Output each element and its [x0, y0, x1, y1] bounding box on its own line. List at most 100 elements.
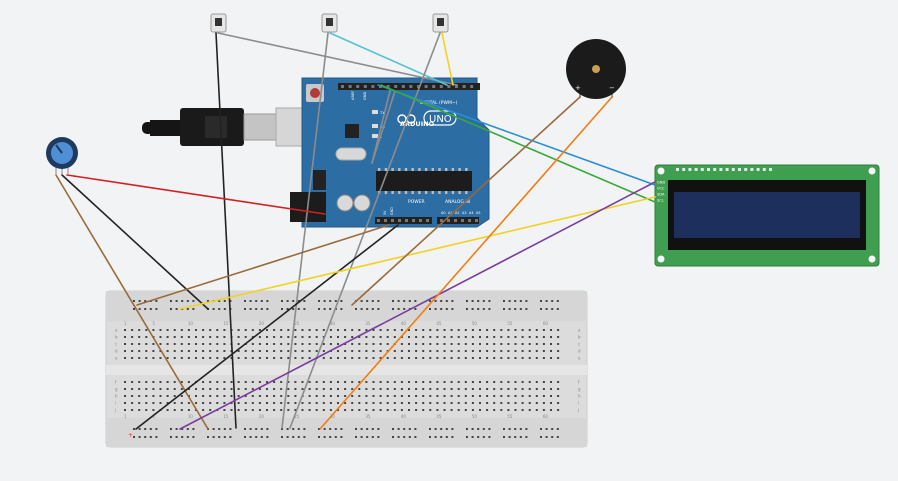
bb-hole[interactable] [440, 436, 443, 438]
bb-hole[interactable] [124, 357, 126, 359]
bb-hole[interactable] [281, 436, 283, 438]
bb-hole[interactable] [159, 402, 162, 404]
bb-hole[interactable] [244, 329, 247, 331]
bb-hole[interactable] [337, 402, 339, 404]
bb-hole[interactable] [471, 336, 474, 338]
bb-hole[interactable] [202, 388, 205, 390]
bb-hole[interactable] [488, 300, 491, 302]
bb-hole[interactable] [273, 357, 276, 359]
bb-hole[interactable] [344, 336, 347, 338]
bb-hole[interactable] [372, 388, 375, 390]
bb-hole[interactable] [186, 428, 189, 430]
bb-hole[interactable] [329, 329, 332, 331]
bb-hole[interactable] [187, 336, 190, 338]
bb-hole[interactable] [251, 381, 254, 383]
bb-hole[interactable] [540, 308, 542, 310]
bb-hole[interactable] [138, 395, 141, 397]
bb-hole[interactable] [133, 436, 135, 438]
bb-hole[interactable] [471, 350, 474, 352]
bb-hole[interactable] [301, 357, 304, 359]
bb-hole[interactable] [351, 350, 354, 352]
bb-hole[interactable] [429, 329, 432, 331]
bb-hole[interactable] [344, 357, 347, 359]
bb-hole[interactable] [471, 436, 474, 438]
bb-hole[interactable] [308, 395, 311, 397]
wire-blue[interactable] [377, 84, 656, 186]
bb-hole[interactable] [292, 300, 295, 302]
bb-hole[interactable] [422, 409, 425, 411]
bb-hole[interactable] [471, 381, 474, 383]
bb-hole[interactable] [434, 436, 437, 438]
header-pin[interactable] [356, 85, 360, 88]
bb-hole[interactable] [377, 308, 380, 310]
bb-hole[interactable] [434, 308, 437, 310]
bb-hole[interactable] [507, 388, 510, 390]
bb-hole[interactable] [400, 409, 403, 411]
bb-hole[interactable] [436, 409, 439, 411]
bb-hole[interactable] [329, 308, 332, 310]
bb-hole[interactable] [301, 381, 304, 383]
bb-hole[interactable] [301, 350, 304, 352]
bb-hole[interactable] [138, 308, 141, 310]
bb-hole[interactable] [371, 436, 374, 438]
bb-hole[interactable] [471, 329, 474, 331]
bb-hole[interactable] [195, 343, 197, 345]
bb-hole[interactable] [315, 329, 318, 331]
bb-hole[interactable] [500, 350, 503, 352]
bb-hole[interactable] [521, 402, 524, 404]
bb-hole[interactable] [528, 329, 531, 331]
bb-hole[interactable] [508, 300, 511, 302]
bb-hole[interactable] [493, 388, 496, 390]
bb-hole[interactable] [545, 308, 548, 310]
bb-hole[interactable] [152, 381, 155, 383]
bb-hole[interactable] [466, 308, 468, 310]
bb-hole[interactable] [379, 343, 382, 345]
bb-hole[interactable] [124, 381, 126, 383]
bb-hole[interactable] [303, 308, 306, 310]
bb-hole[interactable] [301, 388, 304, 390]
bb-hole[interactable] [550, 381, 552, 383]
bb-hole[interactable] [230, 409, 233, 411]
bb-hole[interactable] [152, 409, 155, 411]
bb-hole[interactable] [371, 308, 374, 310]
bb-hole[interactable] [258, 343, 261, 345]
bb-hole[interactable] [477, 308, 480, 310]
bb-hole[interactable] [457, 381, 460, 383]
bb-hole[interactable] [556, 436, 559, 438]
bb-hole[interactable] [187, 343, 190, 345]
bb-hole[interactable] [551, 428, 554, 430]
bb-hole[interactable] [159, 343, 162, 345]
bb-hole[interactable] [322, 395, 325, 397]
header-pin[interactable] [475, 219, 478, 222]
bb-hole[interactable] [508, 436, 511, 438]
bb-hole[interactable] [145, 402, 148, 404]
bb-hole[interactable] [528, 343, 531, 345]
bb-hole[interactable] [408, 409, 410, 411]
bb-hole[interactable] [255, 436, 258, 438]
bb-hole[interactable] [365, 388, 368, 390]
bb-hole[interactable] [429, 308, 431, 310]
bb-hole[interactable] [436, 350, 439, 352]
bb-hole[interactable] [479, 395, 481, 397]
bb-hole[interactable] [195, 395, 197, 397]
bb-hole[interactable] [155, 300, 158, 302]
bb-hole[interactable] [287, 343, 290, 345]
bb-hole[interactable] [138, 300, 141, 302]
bb-hole[interactable] [266, 388, 268, 390]
bb-hole[interactable] [209, 357, 212, 359]
bb-hole[interactable] [337, 329, 339, 331]
bb-hole[interactable] [244, 402, 247, 404]
bb-hole[interactable] [519, 436, 522, 438]
bb-hole[interactable] [443, 381, 446, 383]
bb-hole[interactable] [393, 336, 396, 338]
bb-hole[interactable] [251, 329, 254, 331]
bb-hole[interactable] [255, 428, 258, 430]
bb-hole[interactable] [209, 395, 212, 397]
bb-hole[interactable] [131, 395, 134, 397]
bb-hole[interactable] [329, 388, 332, 390]
bb-hole[interactable] [223, 402, 226, 404]
bb-hole[interactable] [131, 350, 134, 352]
bb-hole[interactable] [273, 395, 276, 397]
bb-hole[interactable] [318, 436, 320, 438]
bb-hole[interactable] [192, 308, 195, 310]
